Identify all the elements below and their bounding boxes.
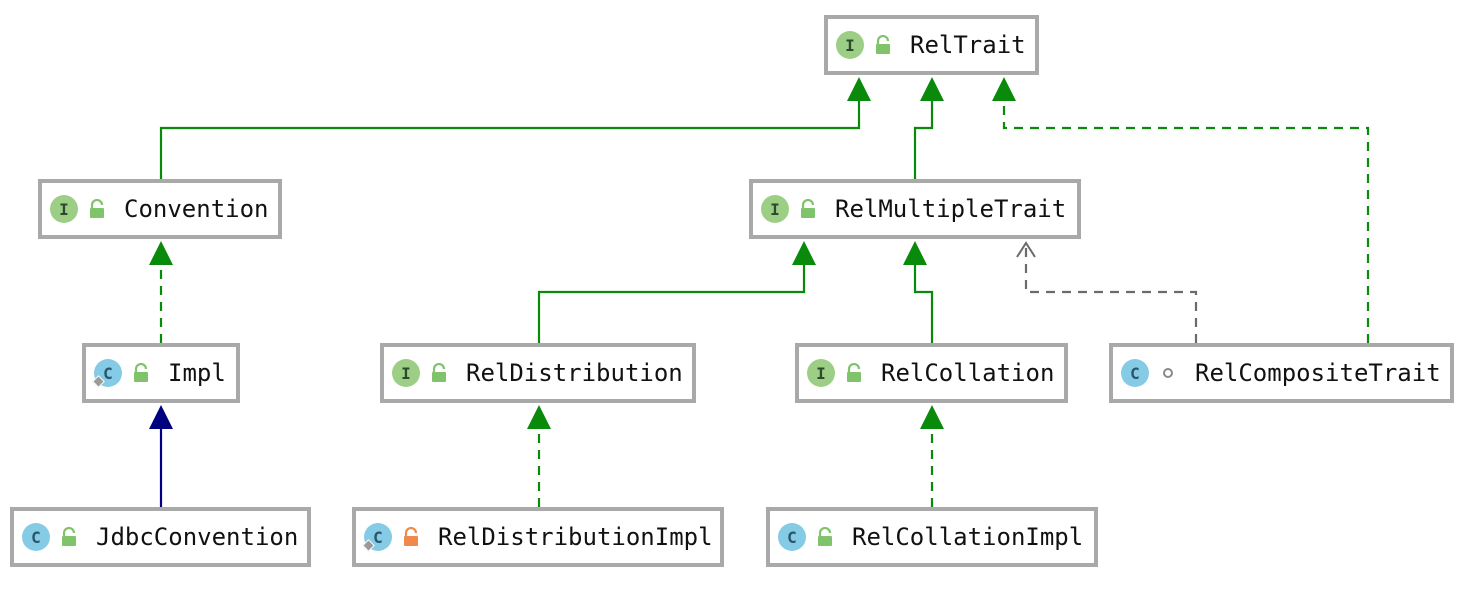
node-impl[interactable]: C Impl [82, 343, 240, 403]
node-relcollation[interactable]: I RelCollation [795, 343, 1068, 403]
arrowhead-open [1016, 241, 1036, 258]
edge-relcompositetrait-reltrait [1002, 99, 1370, 343]
node-label: RelCompositeTrait [1195, 359, 1441, 387]
node-label: RelTrait [910, 31, 1026, 59]
edge-reldistribution-relmultipletrait [537, 263, 806, 343]
edge-convention-reltrait [159, 99, 861, 179]
node-convention[interactable]: I Convention [38, 179, 282, 239]
node-label: RelMultipleTrait [835, 195, 1067, 223]
public-lock-icon [814, 526, 836, 548]
edge-relcollation-relmultipletrait [913, 263, 934, 343]
public-lock-icon [58, 526, 80, 548]
node-label: JdbcConvention [96, 523, 299, 551]
node-label: Impl [168, 359, 226, 387]
abstract-class-icon: C [92, 359, 122, 388]
class-icon: C [22, 523, 50, 551]
interface-icon: I [761, 195, 789, 223]
public-lock-icon [797, 198, 819, 220]
interface-icon: I [807, 359, 835, 387]
arrowhead-triangle [920, 77, 944, 101]
class-icon: C [778, 523, 806, 551]
arrowhead-triangle [149, 405, 173, 429]
arrowhead-triangle [527, 405, 551, 429]
class-icon: C [1121, 359, 1149, 387]
arrowhead-triangle [992, 77, 1016, 101]
node-label: Convention [124, 195, 269, 223]
public-lock-icon [86, 198, 108, 220]
interface-icon: I [836, 31, 864, 59]
node-label: RelDistribution [466, 359, 683, 387]
interface-icon: I [50, 195, 78, 223]
node-relcollationimpl[interactable]: C RelCollationImpl [766, 507, 1098, 567]
edge-relcompositetrait-relmultipletrait [1024, 244, 1198, 343]
node-relcompositetrait[interactable]: C RelCompositeTrait [1109, 343, 1454, 403]
public-lock-icon [843, 362, 865, 384]
arrowhead-triangle [920, 405, 944, 429]
abstract-class-icon: C [362, 523, 392, 552]
package-private-dot-icon [1157, 362, 1179, 384]
node-jdbcconvention[interactable]: C JdbcConvention [10, 507, 311, 567]
arrowhead-triangle [847, 77, 871, 101]
interface-icon: I [392, 359, 420, 387]
public-lock-icon [428, 362, 450, 384]
node-reldistribution[interactable]: I RelDistribution [380, 343, 696, 403]
node-relmultipletrait[interactable]: I RelMultipleTrait [749, 179, 1081, 239]
arrowhead-triangle [792, 241, 816, 265]
node-label: RelCollationImpl [852, 523, 1084, 551]
edge-relmultipletrait-reltrait [913, 99, 934, 179]
node-label: RelCollation [881, 359, 1055, 387]
node-reltrait[interactable]: I RelTrait [824, 15, 1039, 75]
node-reldistributionimpl[interactable]: C RelDistributionImpl [352, 507, 724, 567]
public-lock-icon [130, 362, 152, 384]
arrowhead-triangle [903, 241, 927, 265]
public-lock-icon [872, 34, 894, 56]
arrowhead-triangle [149, 241, 173, 265]
private-lock-icon [400, 526, 422, 548]
node-label: RelDistributionImpl [438, 523, 713, 551]
